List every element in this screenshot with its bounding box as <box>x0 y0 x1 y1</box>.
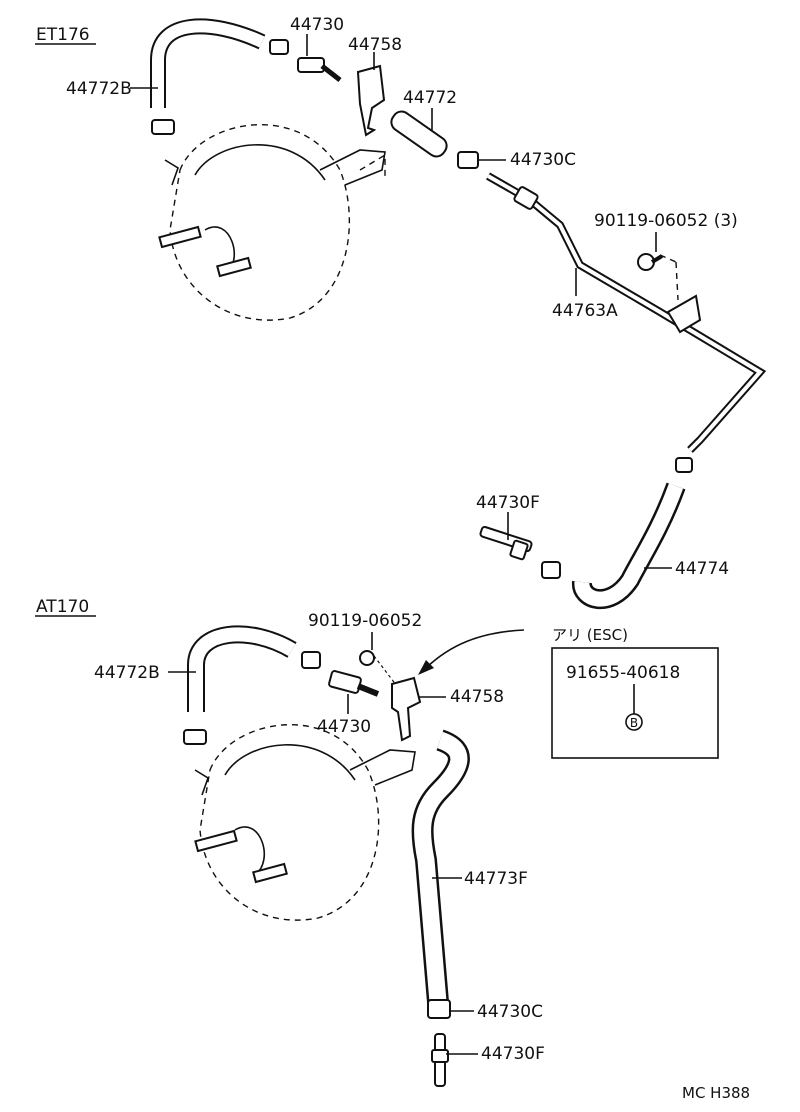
esc-callout: アリ (ESC) 91655-40618 B <box>551 626 719 759</box>
label-44730c-top: 44730C <box>510 150 576 170</box>
label-44730c-bottom: 44730C <box>477 1002 543 1022</box>
pipe-mount-bracket <box>666 294 702 334</box>
label-44774: 44774 <box>675 559 729 579</box>
callout-arrow <box>425 629 525 669</box>
clamp-lower-44774 <box>541 561 561 579</box>
bracket-44758-top <box>356 64 386 137</box>
booster-valve-dash <box>359 153 386 178</box>
esc-callout-title: アリ (ESC) <box>552 626 628 644</box>
esc-callout-box <box>551 647 719 759</box>
union-44730f-bottom <box>431 1033 449 1087</box>
union-44730f-top <box>479 525 561 579</box>
label-44758-top: 44758 <box>348 35 402 55</box>
label-90119-06052-3: 90119-06052 (3) <box>594 211 738 231</box>
clamp-44772b-bottom <box>301 651 321 669</box>
label-44773f: 44773F <box>464 869 528 889</box>
hose-44772b-top <box>150 18 266 135</box>
label-44772b-bottom: 44772B <box>94 663 160 683</box>
booster-nipple-fitting <box>164 159 179 186</box>
label-44730f-bottom: 44730F <box>481 1044 545 1064</box>
hose-44773f <box>411 729 470 1003</box>
esc-marker-circle <box>625 713 643 731</box>
esc-marker-letter: B <box>630 716 638 730</box>
hose-44774 <box>572 482 686 609</box>
section-at170: AT170 44772B 90119-06052 <box>35 597 719 1087</box>
pipe-44763a <box>486 172 767 453</box>
booster-body-outline <box>169 124 350 321</box>
brake-booster-bottom <box>194 724 416 921</box>
label-44772-top: 44772 <box>403 88 457 108</box>
hose-44772b-bottom <box>183 625 297 745</box>
label-44730-top: 44730 <box>290 15 344 35</box>
label-90119-06052-bottom: 90119-06052 <box>308 611 422 631</box>
diagram-code: MC H388 <box>682 1084 750 1102</box>
booster-rod-left <box>158 225 202 249</box>
bolt-90119-bottom <box>359 650 401 691</box>
clamp-44730c-bottom <box>427 999 451 1019</box>
clamp-44730c-top <box>457 151 479 169</box>
bolt-90119-top <box>637 253 664 271</box>
section-label-at170: AT170 <box>36 597 89 617</box>
brake-booster-top <box>158 124 386 321</box>
clamp-44730-top <box>269 39 342 82</box>
label-44730f-top: 44730F <box>476 493 540 513</box>
label-44730-bottom: 44730 <box>317 717 371 737</box>
booster-check-valve-housing <box>319 149 386 186</box>
clamp-lower-top <box>151 119 175 135</box>
hose-44772-top <box>390 110 448 158</box>
section-et176: ET176 44772B 44730 <box>35 15 767 609</box>
section-label-et176: ET176 <box>36 25 90 45</box>
label-44758-bottom: 44758 <box>450 687 504 707</box>
clip-upper-44774 <box>675 457 693 473</box>
label-44772b-top: 44772B <box>66 79 132 99</box>
label-44763a: 44763A <box>552 301 618 321</box>
bracket-44758-bottom <box>391 676 422 742</box>
booster-rim-line <box>194 144 326 181</box>
union-44730-bottom <box>328 670 380 697</box>
booster-rod-right <box>216 256 252 278</box>
esc-part-number: 91655-40618 <box>566 663 680 683</box>
